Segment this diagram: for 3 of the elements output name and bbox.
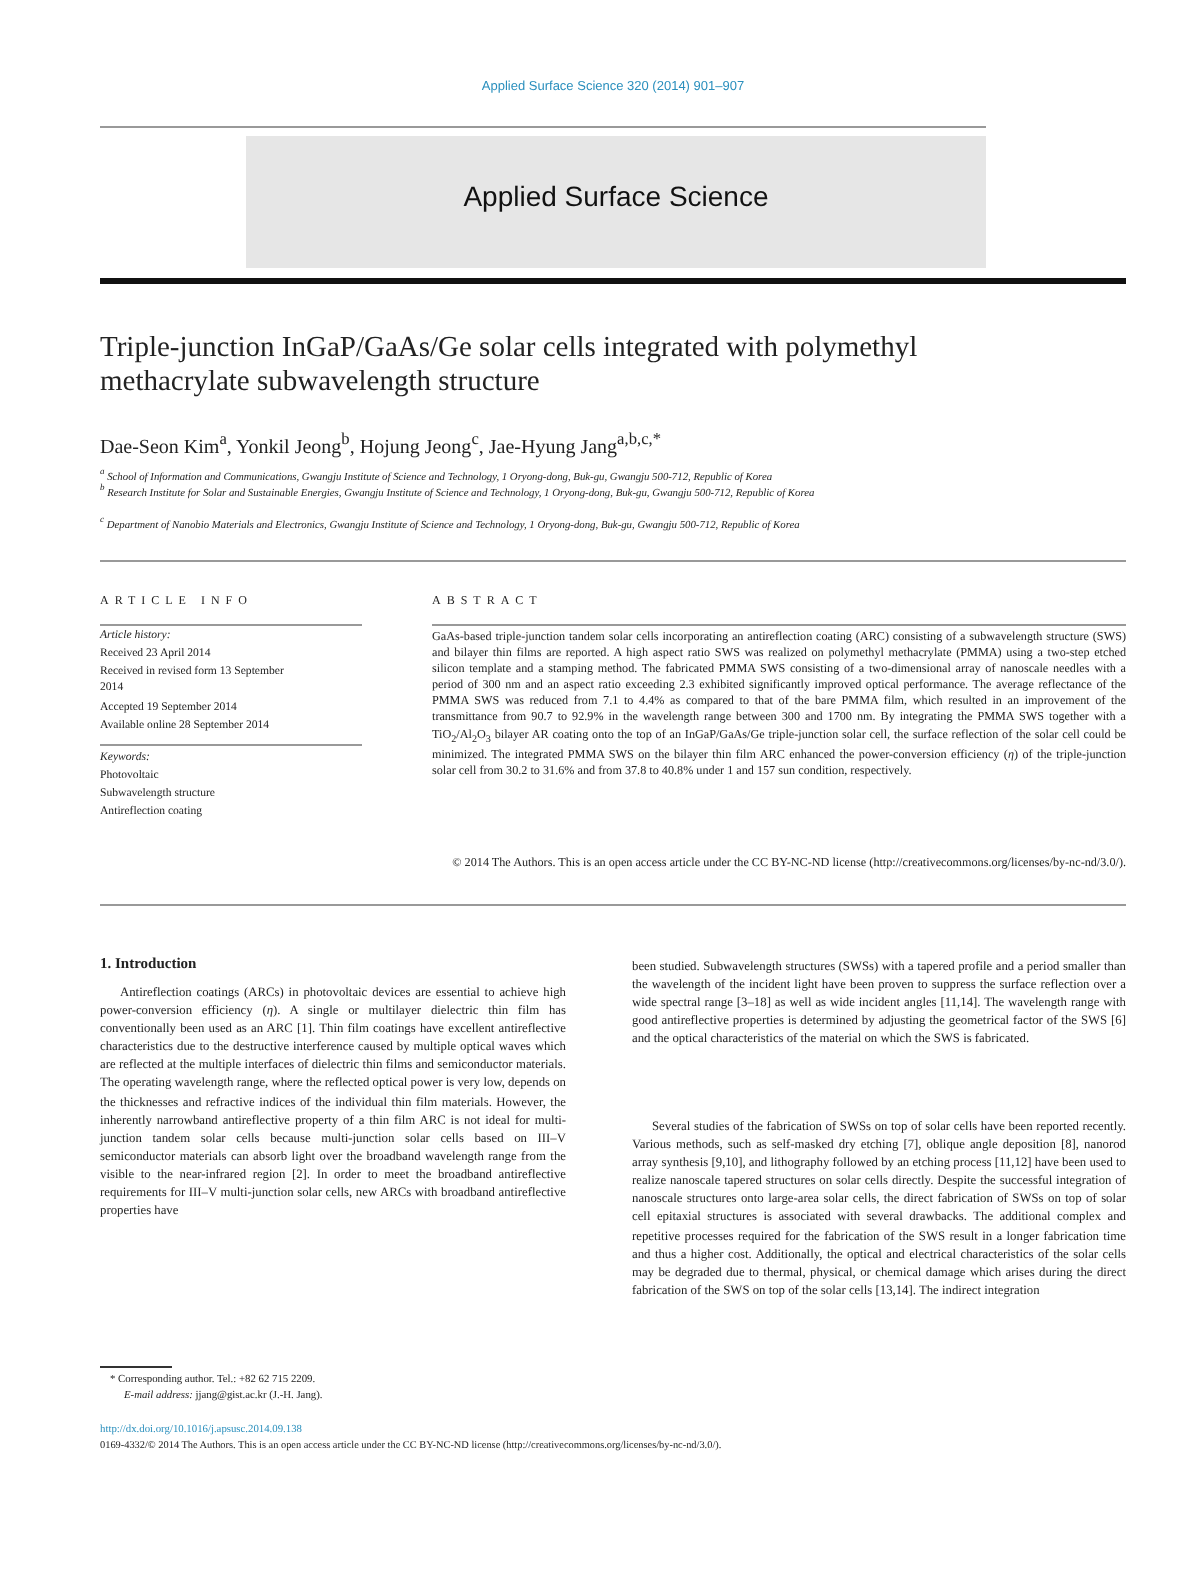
article-title: Triple-junction InGaP/GaAs/Ge solar cells integrated with polymethyl methacrylate subwavelength structure [100, 332, 920, 402]
author-list: Dae-Seon Kim$^{a}$, Yonkil Jeong$^{b}$, Hojung Jeong$^{c}$, Jae-Hyung Jang$^{a,b,c,*}$ [100, 428, 980, 463]
journal-title: Applied Surface Science [461, 180, 771, 212]
